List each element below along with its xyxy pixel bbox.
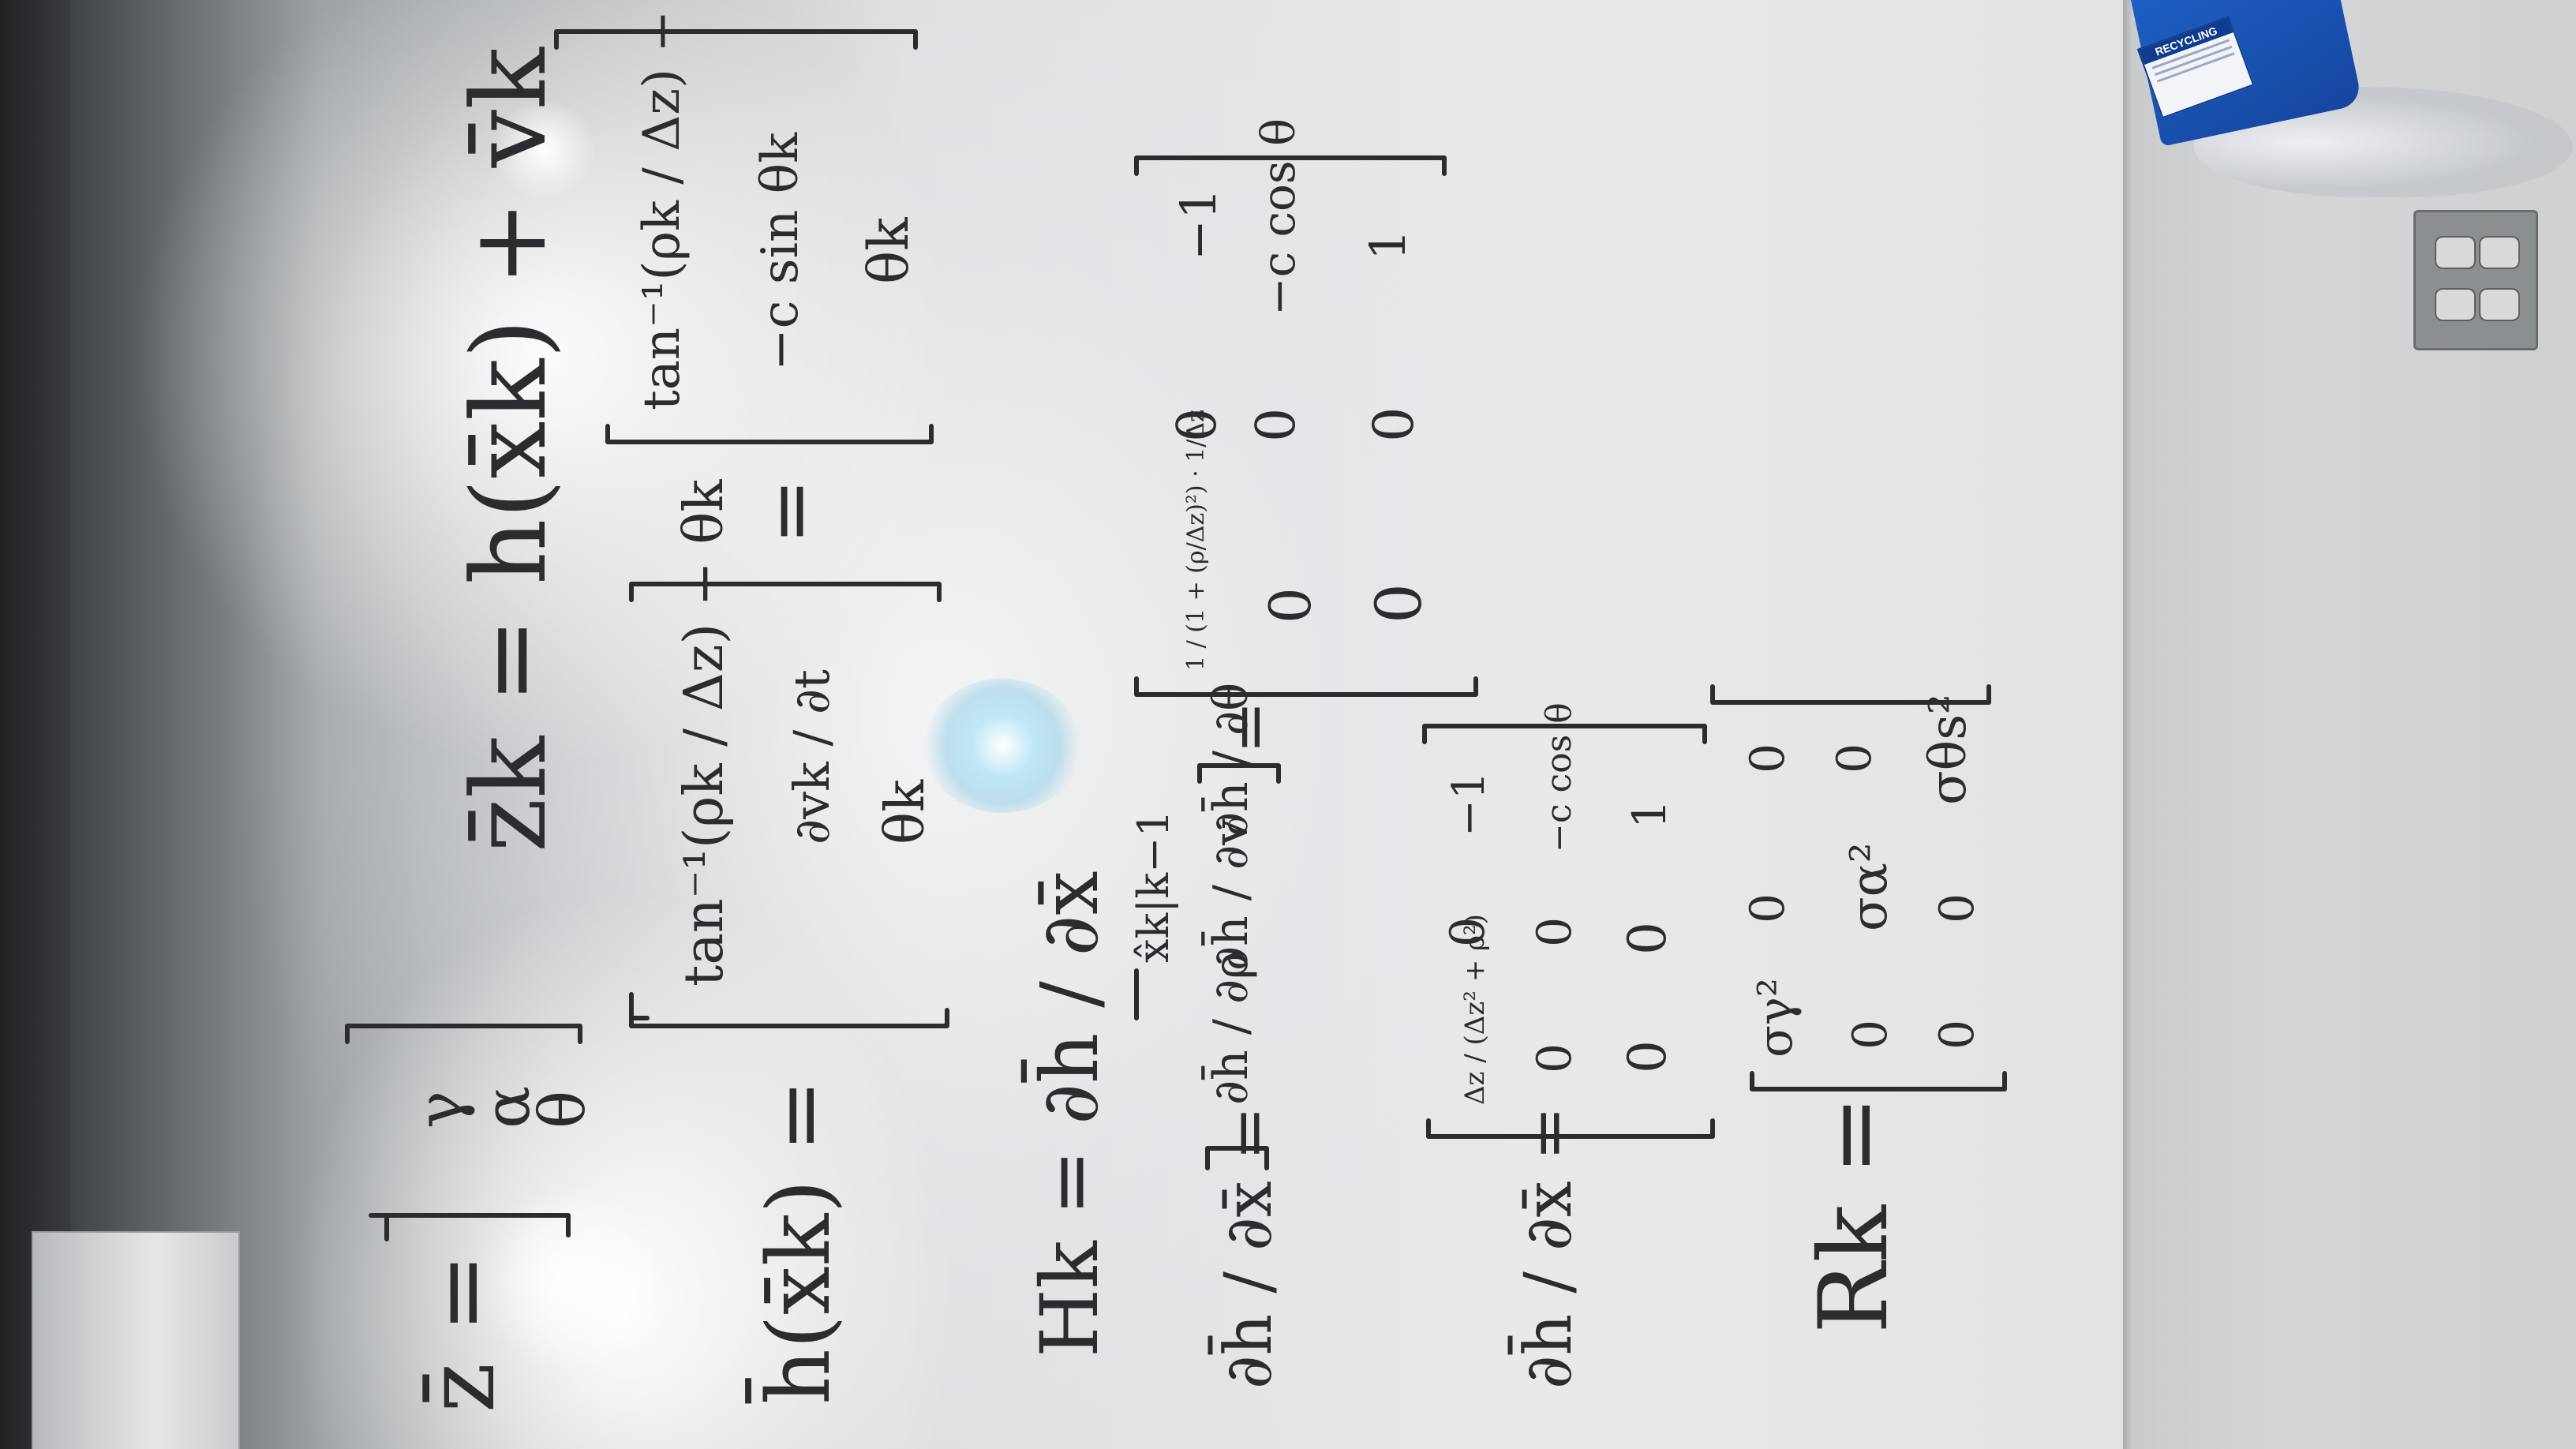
h-expanded-entry-0: tan⁻¹(ρk / Δz) − θk: [633, 0, 691, 410]
h-entry-1: ∂vk / ∂t: [783, 669, 841, 844]
partial-theta: ∂h̄ / ∂θ: [1201, 683, 1259, 837]
jacobian-simplified: ∂h̄ / ∂x̄ = Δz / (Δz² + ρ²) 0 0 0 0 0 −1…: [1422, 702, 1715, 1389]
z-lhs: z̄ =: [406, 1253, 516, 1413]
noise-r1c2: 0: [1827, 743, 1882, 773]
jacobian-subscript: x̂k|k−1: [1129, 810, 1178, 963]
noise-r0c2: 0: [1740, 743, 1795, 773]
light-glare: [923, 679, 1081, 813]
z-entry-alpha: α: [470, 1086, 544, 1129]
whiteboard: [71, 0, 2155, 1449]
measurement-noise-matrix: Rk = σγ² 0 0 0 σα² 0 0 0 σθs²: [1710, 684, 2007, 1334]
outlet-socket: [2479, 288, 2520, 321]
board-left-frame: [0, 0, 73, 1449]
simplified-r2c2: 1: [1623, 799, 1676, 829]
noise-r2c1: 0: [1930, 893, 1985, 923]
h-lhs: h̄(x̄k) =: [745, 1080, 849, 1406]
outlet-socket: [2479, 236, 2520, 269]
matrix-r1c0: 0: [1257, 587, 1324, 623]
matrix-r0c2: −1: [1170, 189, 1227, 260]
z-entry-gamma: γ: [403, 1091, 477, 1129]
matrix-r0c0: 1 / (1 + (ρ/Δz)²) · 1/Δz: [1182, 410, 1210, 671]
partial-v: ∂h̄ / ∂v: [1201, 818, 1259, 971]
noise-r1c0: 0: [1843, 1020, 1898, 1050]
matrix-r1c2: −c cos θ: [1252, 118, 1305, 316]
z-vector-equation: z̄ = γ α θ: [345, 1024, 599, 1413]
jacobian-partials: ∂h̄ / ∂x̄ = ∂h̄ / ∂ρ ∂h̄ / ∂v ∂h̄ / ∂θ =…: [1134, 118, 1478, 1389]
simplified-r1c0: 0: [1527, 1043, 1582, 1073]
simplified-r2c0: 0: [1617, 1040, 1678, 1073]
simplified-r2c1: 0: [1617, 922, 1678, 955]
noise-r0c0: σγ²: [1748, 978, 1803, 1058]
measurement-model-equation: z̄k = h(x̄k) + v̄k: [449, 47, 569, 852]
jacobian-lhs: Hk = ∂h̄ / ∂x̄: [1020, 871, 1116, 1357]
simplified-lhs: ∂h̄ / ∂x̄ =: [1507, 1106, 1586, 1389]
simplified-r0c1: 0: [1440, 917, 1496, 947]
noise-r0c1: 0: [1740, 893, 1795, 923]
h-entry-2: θk: [874, 779, 937, 844]
noise-r2c2: σθs²: [1919, 694, 1978, 805]
h-function-equation: h̄(x̄k) = tan⁻¹(ρk / Δz) − θk ∂vk / ∂t θ…: [554, 0, 949, 1406]
light-glare: [489, 103, 600, 197]
jacobian-definition: Hk = ∂h̄ / ∂x̄ x̂k|k−1: [1020, 810, 1178, 1357]
h-expanded-entry-2: θk: [856, 217, 921, 284]
h-expanded-entry-1: −c sin θk: [751, 132, 810, 371]
h-entry-0: tan⁻¹(ρk / Δz) − θk: [673, 479, 736, 987]
noise-r2c0: 0: [1930, 1020, 1985, 1050]
simplified-r0c2: −1: [1443, 771, 1495, 837]
wall-mounted-box: [32, 1231, 240, 1449]
electrical-outlet: [2413, 210, 2538, 350]
outlet-socket: [2435, 288, 2476, 321]
partial-rho: ∂h̄ / ∂ρ: [1201, 952, 1259, 1105]
z-entry-theta: θ: [526, 1091, 599, 1129]
noise-r1c1: σα²: [1840, 842, 1899, 931]
matrix-r2c2: 1: [1359, 230, 1417, 260]
noise-lhs: Rk =: [1799, 1095, 1909, 1334]
matrix-r2c0: 0: [1362, 583, 1436, 623]
equals-sign-2: =: [1212, 701, 1286, 754]
matrix-r0c1: 0: [1166, 408, 1229, 442]
matrix-r1c1: 0: [1245, 408, 1308, 442]
measurement-model: z̄k = h(x̄k) + v̄k: [449, 47, 569, 852]
partials-lhs: ∂h̄ / ∂x̄ =: [1208, 1106, 1286, 1389]
equals-sign: =: [743, 478, 836, 545]
simplified-r1c1: 0: [1527, 917, 1582, 947]
matrix-r2c1: 0: [1361, 406, 1426, 442]
outlet-socket: [2435, 236, 2476, 269]
simplified-r0c0: Δz / (Δz² + ρ²): [1459, 914, 1491, 1105]
